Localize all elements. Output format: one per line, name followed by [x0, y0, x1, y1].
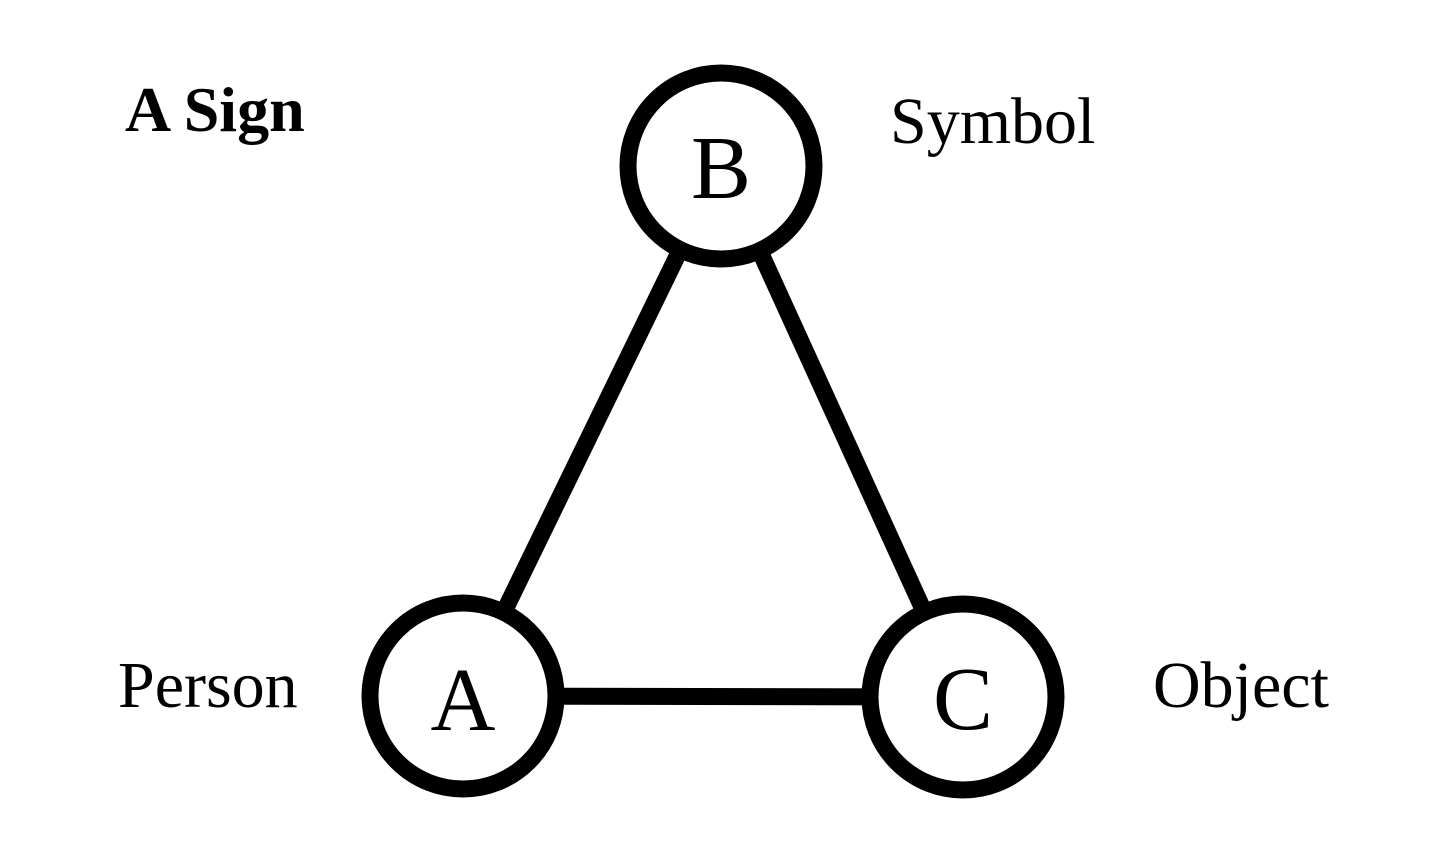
- node-a-letter: A: [431, 651, 496, 750]
- label-person: Person: [118, 649, 298, 722]
- label-object: Object: [1153, 649, 1329, 722]
- label-symbol: Symbol: [890, 85, 1096, 158]
- page-title: A Sign: [125, 74, 305, 145]
- node-c-letter: C: [933, 650, 993, 749]
- node-b-circle: [619, 64, 823, 268]
- node-a-circle: [361, 594, 565, 798]
- node-b-letter: B: [691, 119, 751, 218]
- node-c-circle: [861, 595, 1065, 799]
